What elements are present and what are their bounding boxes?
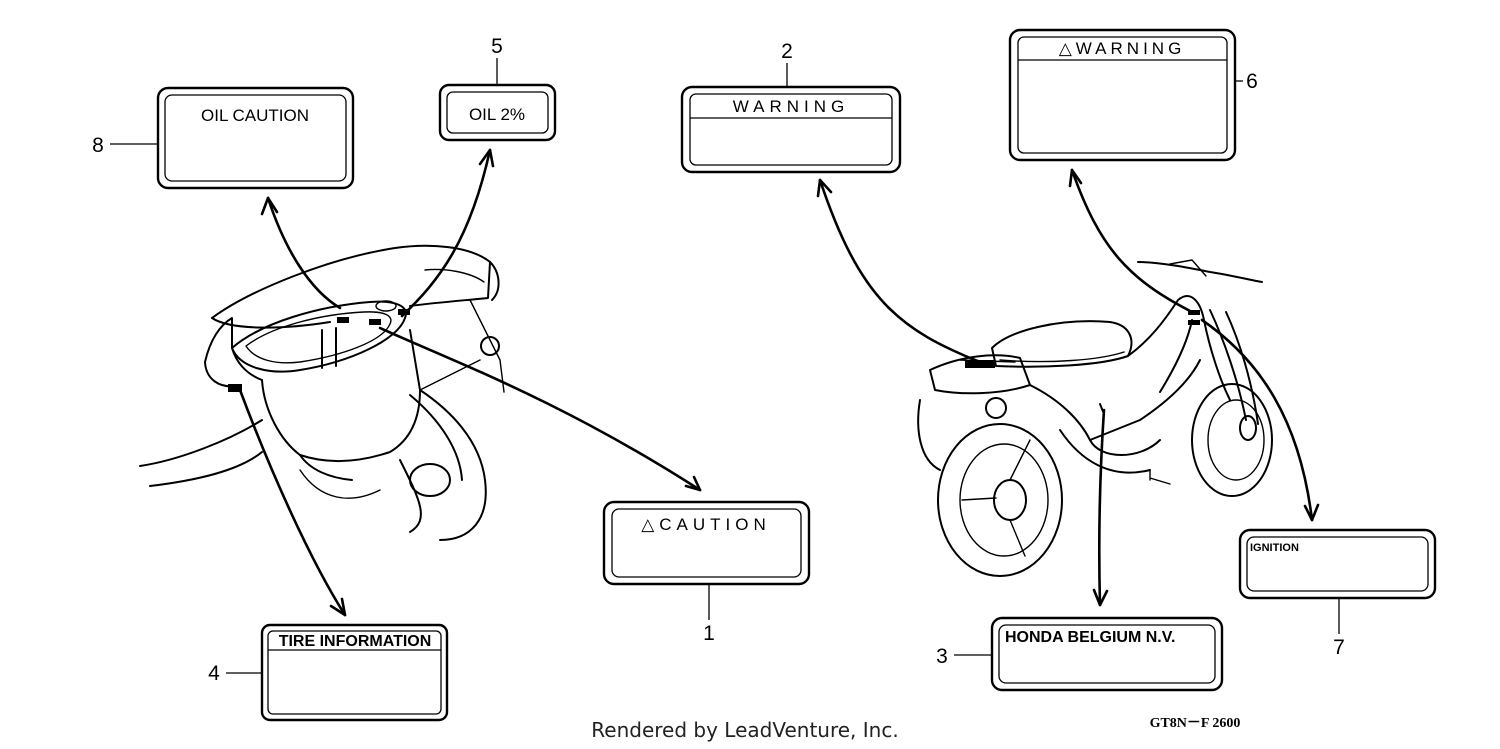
- callout-8: 8: [92, 134, 104, 157]
- callout-1: 1: [703, 622, 715, 645]
- label-1-text: △CAUTION: [641, 515, 771, 534]
- callout-2: 2: [781, 40, 793, 63]
- label-1-caution-triangle: △CAUTION: [602, 500, 811, 586]
- scooter-illustration: [917, 259, 1273, 577]
- callout-7: 7: [1333, 636, 1345, 659]
- label-7-ignition: IGNITION: [1238, 528, 1437, 600]
- label-3-text: HONDA BELGIUM N.V.: [1005, 629, 1175, 646]
- label-3-honda-belgium: HONDA BELGIUM N.V.: [990, 616, 1224, 692]
- callouts: 8 5 2 6 1 4 3 7: [92, 35, 1345, 685]
- under-seat-illustration: [139, 244, 505, 541]
- callout-4: 4: [208, 662, 220, 685]
- label-2-text: WARNING: [733, 97, 850, 116]
- label-8-text: OIL CAUTION: [201, 106, 309, 125]
- label-4-text: TIRE INFORMATION: [279, 633, 432, 650]
- callout-6: 6: [1246, 70, 1258, 93]
- diagram-code: GT8N－F 2600: [1150, 716, 1241, 731]
- label-6-warning-triangle: △WARNING: [1008, 28, 1237, 162]
- pointer-arrows: [238, 148, 1320, 617]
- label-2-warning: WARNING: [680, 85, 902, 174]
- callout-5: 5: [491, 35, 503, 58]
- callout-3: 3: [936, 645, 948, 668]
- label-4-tire-information: TIRE INFORMATION: [260, 623, 449, 722]
- footer-credit: Rendered by LeadVenture, Inc.: [591, 718, 898, 742]
- label-8-oil-caution: OIL CAUTION: [156, 86, 355, 190]
- label-7-text: IGNITION: [1250, 542, 1299, 554]
- label-6-text: △WARNING: [1059, 39, 1186, 58]
- label-5-text: OIL 2%: [469, 105, 525, 124]
- label-5-oil-2-percent: OIL 2%: [438, 83, 557, 142]
